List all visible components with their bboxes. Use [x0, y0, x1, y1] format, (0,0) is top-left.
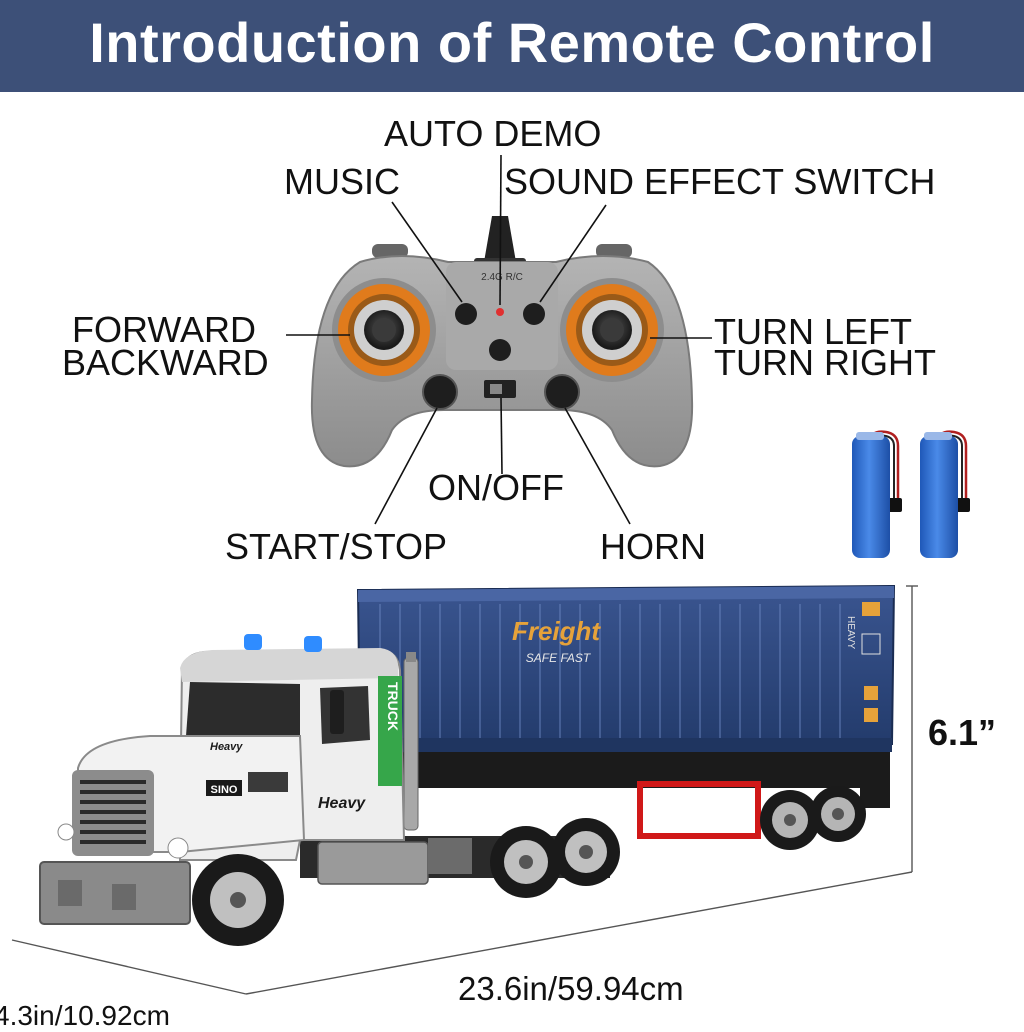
- title-banner: [0, 0, 1024, 92]
- left-joystick[interactable]: [332, 278, 436, 382]
- right-joystick[interactable]: [560, 278, 664, 382]
- headlight-right: [167, 837, 189, 859]
- headlight-left: [57, 823, 75, 841]
- battery-left: [852, 430, 902, 558]
- center-panel: [446, 262, 558, 370]
- beacon-right: [304, 636, 322, 652]
- tractor-wheels: [192, 818, 620, 946]
- turn-left-label: TURN LEFT: [714, 311, 912, 352]
- start-stop-label: START/STOP: [225, 526, 448, 567]
- band-label: 2.4G R/C: [481, 272, 523, 283]
- backward-label: BACKWARD: [62, 342, 269, 383]
- auto-demo-button[interactable]: [489, 339, 511, 361]
- truck: Freight SAFE FAST HEAVY: [39, 584, 896, 946]
- grille-badge: SINO: [211, 784, 238, 796]
- exhaust-stack: [403, 657, 419, 831]
- sound-effect-switch-label: SOUND EFFECT SWITCH: [504, 161, 936, 202]
- cab-side-text: TRUCK: [385, 682, 401, 731]
- width-dimension: 4.3in/10.92cm: [0, 1000, 170, 1031]
- forward-label: FORWARD: [72, 309, 256, 350]
- side-window: [320, 686, 370, 744]
- container-side-text: HEAVY: [845, 616, 856, 649]
- beacon-left: [244, 634, 262, 650]
- length-dimension: 23.6in/59.94cm: [458, 970, 684, 1007]
- dimension-lines: [11, 585, 918, 995]
- turn-right-label: TURN RIGHT: [714, 342, 936, 383]
- height-dimension: 6.1”: [928, 712, 997, 753]
- auto-demo-label: AUTO DEMO: [384, 113, 602, 154]
- auto-demo-led: [496, 308, 504, 316]
- hood-logo: Heavy: [210, 741, 243, 753]
- page-title: Introduction of Remote Control: [89, 11, 935, 74]
- battery-right: [920, 430, 970, 558]
- callout-lines: [286, 154, 712, 525]
- door-logo: Heavy: [318, 795, 366, 812]
- on-off-label: ON/OFF: [428, 467, 564, 508]
- remote-controller: 2.4G R/C: [310, 216, 694, 468]
- horn-button[interactable]: [544, 374, 580, 410]
- container-slogan: SAFE FAST: [526, 651, 592, 665]
- trailer-wheels: [760, 786, 866, 850]
- container-brand: Freight: [512, 616, 601, 646]
- music-button[interactable]: [455, 303, 477, 325]
- sound-effect-button[interactable]: [523, 303, 545, 325]
- underride-guard: [637, 781, 761, 839]
- horn-label: HORN: [600, 526, 706, 567]
- container: Freight SAFE FAST HEAVY: [356, 584, 896, 754]
- start-stop-button[interactable]: [422, 374, 458, 410]
- windshield: [186, 682, 300, 742]
- music-label: MUSIC: [284, 161, 400, 202]
